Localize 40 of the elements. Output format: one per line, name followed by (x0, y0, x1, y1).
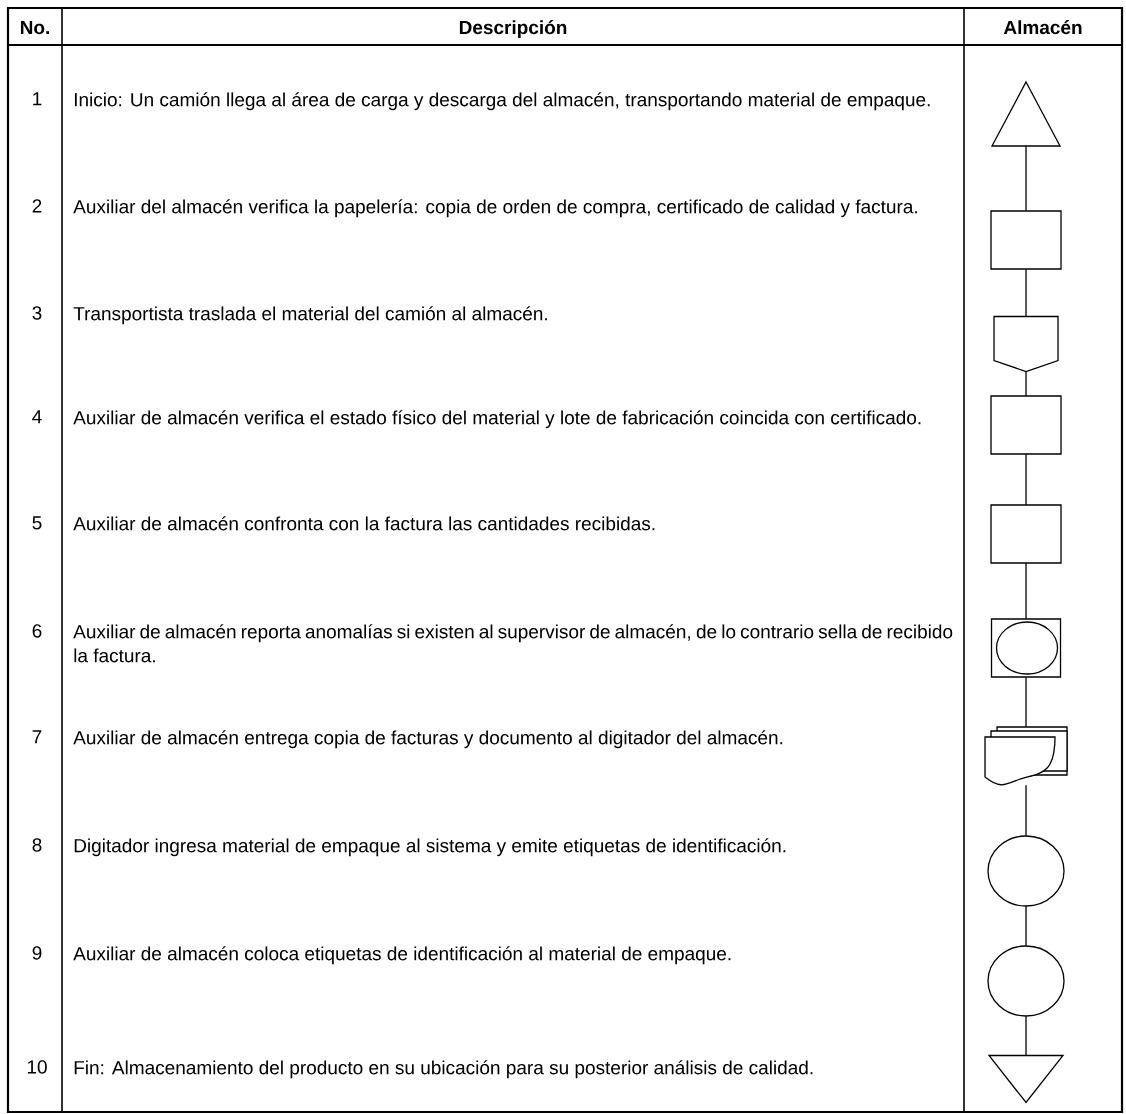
operation-box (990, 210, 1062, 270)
circle-symbol (987, 945, 1065, 1017)
connector-line (1025, 562, 1027, 620)
step-description: Transportista traslada el material del camión al almacén. (73, 306, 547, 325)
transport-symbol (993, 315, 1059, 373)
step-description: Auxiliar de almacén coloca etiquetas de identificación al material de empaque. (73, 946, 731, 965)
document-symbol (984, 726, 1068, 786)
connector-line (1025, 676, 1027, 728)
step-number: 4 (32, 410, 42, 424)
step-number: 3 (32, 306, 42, 320)
connector-line (1025, 453, 1027, 506)
column-header: No. (20, 20, 49, 35)
step-description: Auxiliar del almacén verifica la papelería: copia de orden de compra, certificado de calidad y factura. (73, 199, 917, 218)
operation-box (990, 504, 1062, 564)
connector-line (1025, 268, 1027, 317)
step-number: 10 (27, 1060, 47, 1074)
step-number: 1 (33, 92, 42, 106)
step-number: 5 (32, 516, 42, 530)
step-number: 9 (32, 946, 42, 960)
connector-line (1025, 1015, 1027, 1056)
step-description: Auxiliar de almacén verifica el estado físico del material y lote de fabricación coincida con certificado. (73, 410, 921, 429)
connector-line (1025, 905, 1027, 947)
circle-symbol (987, 835, 1065, 907)
step-description: Fin: Almacenamiento del producto en su ubicación para su posterior análisis de calidad. (74, 1060, 813, 1079)
step-number: 8 (32, 838, 42, 852)
connector-line (1025, 145, 1027, 212)
step-description: Inicio: Un camión llega al área de carga y descarga del almacén, transportando material de empaque. (74, 92, 930, 111)
connector-line (1025, 784, 1027, 837)
step-number: 7 (32, 730, 42, 744)
step-description: Auxiliar de almacén reporta anomalías si existen al supervisor de almacén, de lo contrario sella de recibido la factura. (73, 624, 953, 663)
step-number: 2 (32, 199, 42, 213)
operation-box (990, 395, 1062, 455)
step-description: Digitador ingresa material de empaque al sistema y emite etiquetas de identificación. (74, 838, 786, 857)
step-description: Auxiliar de almacén entrega copia de facturas y documento al digitador del almacén. (73, 730, 783, 749)
column-header: Descripción (459, 20, 567, 38)
step-number: 6 (32, 624, 42, 638)
column-header: Almacén (1003, 20, 1082, 35)
connector-line (1025, 371, 1027, 397)
step-description: Auxiliar de almacén confronta con la factura las cantidades recibidas. (73, 516, 655, 531)
combined-symbol (990, 618, 1062, 678)
